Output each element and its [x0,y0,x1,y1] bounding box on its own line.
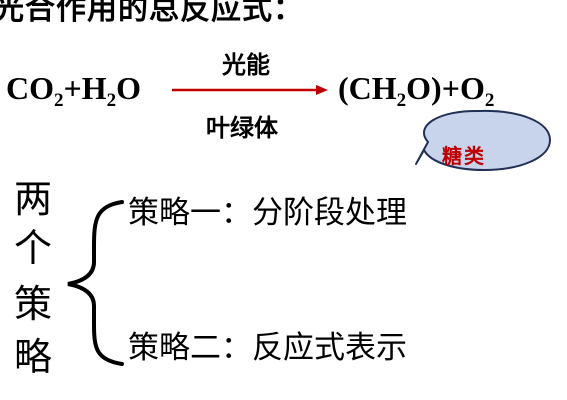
o2-subscript: 2 [484,90,495,111]
side-label-char: 两 [14,177,53,221]
bubble-label-sugar: 糖类 [442,144,486,168]
left-curly-brace [67,200,124,366]
side-label-char: 略 [14,335,53,379]
condition-light-energy: 光能 [222,51,270,79]
side-label-char: 个 [14,226,53,270]
h2o-subscript: 2 [106,90,117,111]
reactants-formula: CO2+H2O [6,70,141,112]
co2-text: CO [6,70,54,106]
strategy-item-2: 策略二：反应式表示 [128,330,407,366]
co2-subscript: 2 [54,90,64,111]
ch2o-subscript: 2 [396,90,407,111]
ch2o-tail-text: O)+O [406,70,485,106]
strategy-item-1: 策略一：分阶段处理 [128,195,407,231]
h2o-tail-text: O [116,70,142,106]
products-formula: (CH2O)+O2 [338,70,494,112]
ch2o-open-text: (CH [338,70,397,106]
speech-bubble [415,109,551,171]
plus-h-text: +H [63,70,107,106]
page-title: 光合作用的总反应式： [0,0,304,27]
reaction-arrow [172,85,328,95]
condition-chloroplast: 叶绿体 [206,114,278,142]
side-label-char: 策 [14,282,53,326]
